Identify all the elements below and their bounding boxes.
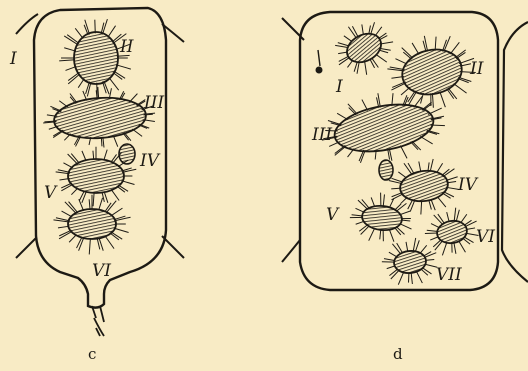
panel-c-caption: c (88, 345, 96, 363)
panel-d-label: VI (476, 227, 495, 247)
panel-d-label: I (335, 77, 343, 97)
spore-hair (114, 228, 129, 232)
spore-hair (425, 231, 438, 235)
spore-hair (416, 271, 422, 284)
panel-d-spores (316, 12, 483, 288)
spore-body (53, 95, 148, 141)
spore-body (342, 28, 386, 68)
panel-c-stalk (92, 306, 104, 336)
spore-hair (111, 208, 123, 216)
spore-body (393, 249, 427, 274)
spore-hair (380, 38, 393, 48)
spore-c-4 (53, 195, 130, 255)
spore-d-small (379, 160, 393, 180)
spore-body (331, 98, 437, 159)
spore-hair (369, 228, 375, 242)
spore-hair (388, 229, 395, 242)
spore-d-7 (380, 236, 439, 287)
spore-hair (82, 191, 87, 203)
panel-d-label: V (326, 205, 340, 225)
panel-d-cell-outline (300, 12, 498, 290)
spore-hair (428, 159, 434, 172)
panel-c-left-wall (16, 238, 36, 258)
spore-hair (350, 216, 363, 219)
panel-c-label: IV (139, 151, 161, 171)
panel-d-seed (316, 67, 323, 74)
panel-d-label: VII (436, 265, 462, 285)
panel-c: I II III IV V VI c (9, 8, 184, 363)
spore-c-2 (41, 83, 157, 152)
spore-hair (432, 37, 439, 51)
spore-hair (454, 242, 456, 254)
spore-hair (379, 193, 382, 207)
spore-body (68, 209, 116, 239)
spore-body (68, 159, 124, 193)
panel-d-right-wall (502, 22, 528, 282)
panel-d: I II III IV V VI VII d (282, 12, 528, 363)
spore-hair (419, 200, 424, 214)
spore-d-5 (348, 190, 415, 245)
spore-hair (424, 36, 427, 52)
spore-hair (382, 260, 395, 263)
panel-d-label: II (469, 59, 484, 79)
spore-hair (89, 238, 90, 254)
spore-hair (352, 26, 358, 37)
spore-hair (440, 91, 446, 108)
spore-c-1 (59, 19, 131, 99)
spore-hair (440, 242, 449, 255)
spore-body (74, 32, 118, 84)
panel-d-label: IV (457, 175, 479, 195)
spore-hair (382, 229, 385, 241)
panel-d-caption: d (393, 345, 403, 363)
spore-hair (383, 194, 384, 206)
panel-d-left-wall (282, 240, 300, 262)
panel-c-label: II (119, 37, 134, 57)
spore-hair (99, 198, 103, 211)
spore-hair (105, 236, 114, 249)
panel-d-label: III (311, 125, 332, 145)
spore-d-4 (387, 156, 462, 218)
panel-c-label: V (44, 183, 58, 203)
panel-c-label: I (9, 49, 17, 69)
spore-hair (407, 273, 409, 283)
spore-hair (397, 272, 405, 285)
spore-hair (77, 237, 83, 248)
spore-hair (380, 229, 381, 239)
panel-d-seed-stalk (318, 50, 320, 66)
spore-hair (111, 189, 119, 200)
spore-d-6 (421, 204, 481, 258)
spore-hair (116, 65, 131, 69)
spore-body (398, 44, 466, 100)
spore-hair (109, 77, 119, 90)
panel-c-label: VI (92, 261, 111, 281)
panel-c-label: III (143, 93, 164, 113)
spore-d-1 (325, 12, 401, 85)
panel-c-spores (41, 19, 157, 254)
spore-hair (59, 60, 75, 61)
spore-hair (411, 272, 412, 284)
spore-hair (93, 192, 94, 206)
spore-hair (352, 62, 363, 74)
